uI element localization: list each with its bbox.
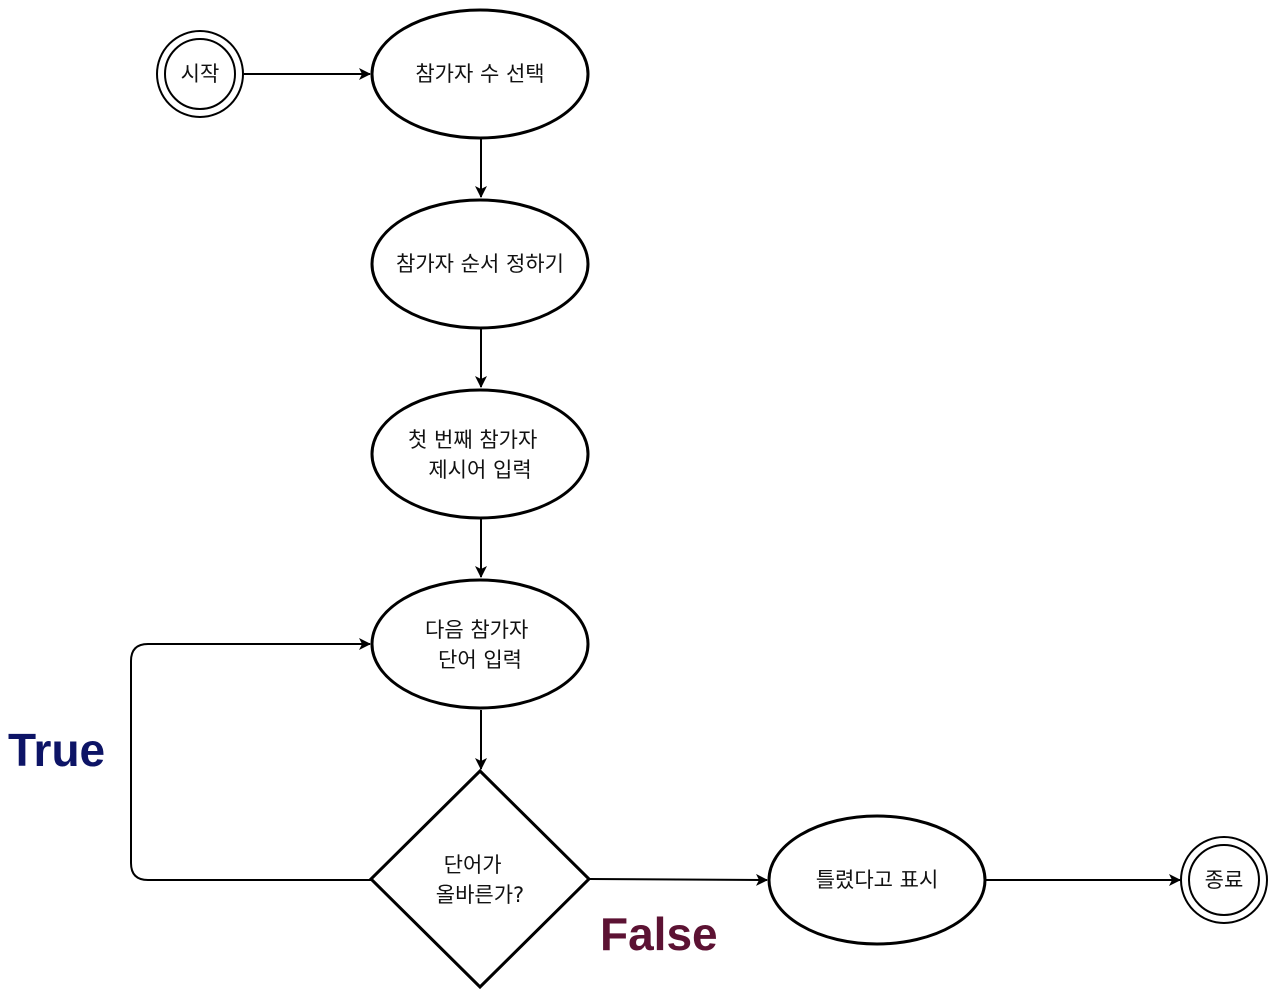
- show-wrong-label: 틀렸다고 표시: [816, 868, 939, 892]
- svg-text:첫 번째 참가자 제시어 입력: 첫 번째 참가자 제시어 입력: [408, 428, 544, 482]
- start-label: 시작: [181, 62, 220, 86]
- false-branch-label: False: [600, 908, 718, 960]
- true-branch-label: True: [8, 724, 105, 776]
- first-word-label-line-2: 제시어 입력: [428, 458, 531, 482]
- first-word-node: 첫 번째 참가자 제시어 입력: [370, 388, 590, 520]
- svg-text:다음 참가자 단어 입력: 다음 참가자 단어 입력: [425, 618, 535, 672]
- start-node: 시작: [156, 30, 244, 118]
- decide-order-label: 참가자 순서 정하기: [396, 252, 564, 276]
- decision-label-line-2: 올바른가?: [436, 883, 524, 907]
- select-participant-count-node: 참가자 수 선택: [370, 8, 590, 140]
- decision-label-line-1: 단어가: [444, 853, 502, 877]
- next-word-label-line-1: 다음 참가자: [425, 618, 528, 642]
- decide-order-node: 참가자 순서 정하기: [370, 198, 590, 330]
- show-wrong-node: 틀렸다고 표시: [767, 814, 987, 946]
- next-word-node: 다음 참가자 단어 입력: [370, 578, 590, 710]
- first-word-label-line-1: 첫 번째 참가자: [408, 428, 537, 452]
- end-node: 종료: [1180, 836, 1268, 924]
- next-word-label-line-2: 단어 입력: [438, 648, 522, 672]
- end-label: 종료: [1205, 868, 1244, 892]
- word-valid-decision-node: 단어가 올바른가?: [368, 768, 592, 990]
- svg-text:단어가 올바른가?: 단어가 올바른가?: [436, 853, 524, 907]
- edge-check-false-to-wrong: [588, 873, 768, 886]
- edge-check-true-loop: [130, 638, 371, 881]
- select-participant-count-label: 참가자 수 선택: [415, 62, 544, 86]
